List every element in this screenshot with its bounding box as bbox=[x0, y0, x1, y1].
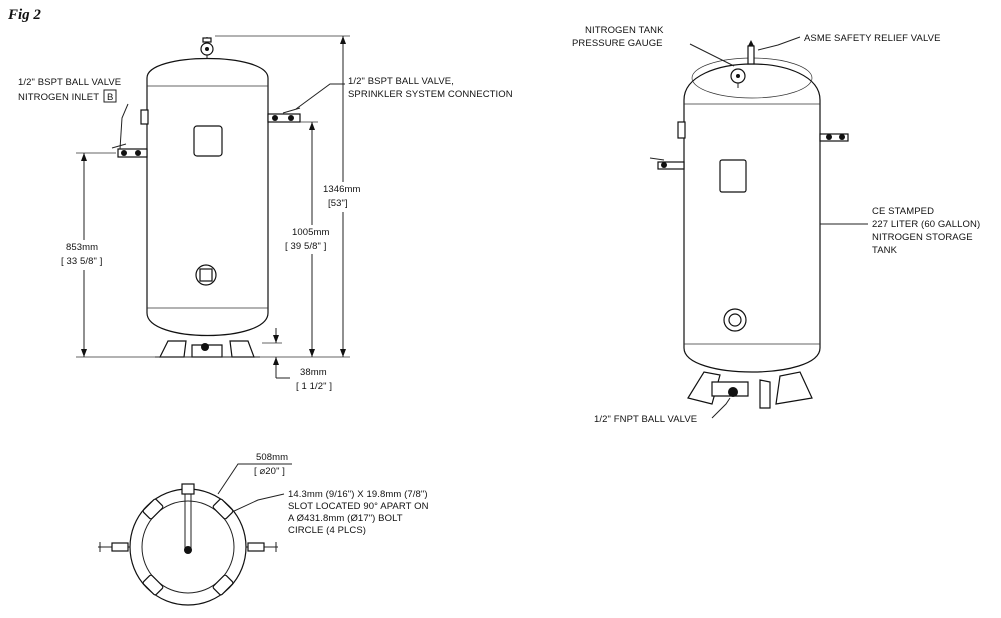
inlet-tag-box bbox=[103, 89, 117, 103]
gauge-label-line2: PRESSURE GAUGE bbox=[572, 38, 663, 49]
gauge-label-line1: NITROGEN TANK bbox=[585, 25, 664, 36]
dim-outlet-in: [ 39 5/8" ] bbox=[285, 241, 326, 252]
slot-label-line3: A Ø431.8mm (Ø17") BOLT bbox=[288, 513, 403, 524]
dim-inlet-in: [ 33 5/8" ] bbox=[61, 256, 102, 267]
iso-right-valve-icon bbox=[819, 133, 849, 142]
bottom-leg-pads bbox=[142, 498, 234, 596]
iso-tank-shell bbox=[683, 63, 821, 373]
bottom-right-valve-icon bbox=[246, 542, 278, 552]
slot-label-line2: SLOT LOCATED 90° APART ON bbox=[288, 501, 429, 512]
figure-label: Fig 2 bbox=[7, 7, 41, 23]
inlet-tag: B bbox=[107, 92, 113, 103]
iso-left-valve-icon bbox=[649, 157, 685, 170]
iso-inspection-port bbox=[723, 308, 747, 332]
iso-view: NITROGEN TANK PRESSURE GAUGE ASME SAFETY… bbox=[572, 25, 980, 425]
dim-total-mm: 1346mm bbox=[323, 184, 361, 195]
tank-label-line3: NITROGEN STORAGE bbox=[872, 232, 973, 243]
dim-inlet-mm: 853mm bbox=[66, 242, 98, 253]
sprinkler-valve-label-line2: SPRINKLER SYSTEM CONNECTION bbox=[348, 89, 513, 100]
front-pressure-gauge-icon bbox=[200, 37, 214, 58]
bottom-left-valve-icon bbox=[98, 542, 130, 552]
iso-nameplate bbox=[719, 159, 747, 193]
front-view: 1/2" BSPT BALL VALVE NITROGEN INLET B 1/… bbox=[18, 35, 513, 392]
bottom-dia-in: [ ⌀20" ] bbox=[254, 466, 285, 477]
front-tank-shell bbox=[146, 57, 269, 337]
inlet-valve-label-line2: NITROGEN INLET bbox=[18, 92, 99, 103]
front-inspection-port bbox=[195, 264, 217, 286]
relief-valve-label: ASME SAFETY RELIEF VALVE bbox=[804, 33, 941, 44]
relief-valve-icon bbox=[747, 40, 755, 65]
drain-valve-label: 1/2" FNPT BALL VALVE bbox=[594, 414, 697, 425]
dim-base-mm: 38mm bbox=[300, 367, 327, 378]
dim-total-in: [53"] bbox=[328, 198, 348, 209]
bottom-view: 508mm [ ⌀20" ] 14.3mm (9/16") X 19.8mm (… bbox=[98, 452, 429, 606]
slot-label-line4: CIRCLE (4 PLCS) bbox=[288, 525, 366, 536]
iso-pressure-gauge-icon bbox=[730, 68, 746, 88]
front-base-legs bbox=[155, 340, 260, 358]
inlet-ball-valve-icon bbox=[111, 143, 148, 158]
sprinkler-valve-label-line1: 1/2" BSPT BALL VALVE, bbox=[348, 76, 454, 87]
iso-base-legs bbox=[687, 371, 813, 409]
tank-label-line4: TANK bbox=[872, 245, 898, 256]
slot-label-line1: 14.3mm (9/16") X 19.8mm (7/8") bbox=[288, 489, 428, 500]
tank-label-line1: CE STAMPED bbox=[872, 206, 934, 217]
inlet-valve-label-line1: 1/2" BSPT BALL VALVE bbox=[18, 77, 121, 88]
sprinkler-ball-valve-icon bbox=[267, 107, 301, 123]
tank-label-line2: 227 LITER (60 GALLON) bbox=[872, 219, 980, 230]
front-nameplate bbox=[193, 125, 223, 157]
dim-outlet-mm: 1005mm bbox=[292, 227, 330, 238]
dim-base-in: [ 1 1/2" ] bbox=[296, 381, 332, 392]
bottom-dia-mm: 508mm bbox=[256, 452, 288, 463]
